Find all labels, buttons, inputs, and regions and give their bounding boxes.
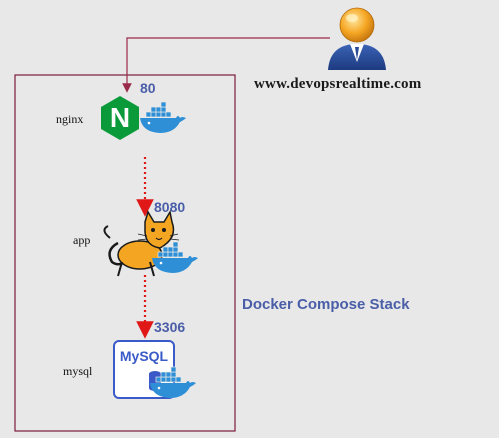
site-url: www.devopsrealtime.com (254, 76, 422, 92)
svg-text:N: N (110, 102, 130, 133)
user-icon (328, 7, 386, 70)
user-to-nginx-connector (122, 37, 330, 93)
docker-whale-icon (139, 101, 187, 134)
nginx-label: nginx (56, 112, 84, 126)
tomcat-logo-icon (103, 209, 180, 277)
mysql-logo-text: MySQL (120, 348, 169, 364)
stack-boundary (14, 74, 236, 432)
nginx-port: 80 (140, 80, 156, 96)
nginx-logo-icon: N (101, 96, 139, 140)
mysql-label: mysql (63, 364, 93, 378)
mysql-port: 3306 (154, 319, 186, 335)
stack-label: Docker Compose Stack (242, 296, 410, 313)
app-label: app (73, 233, 91, 247)
app-port: 8080 (154, 199, 186, 215)
